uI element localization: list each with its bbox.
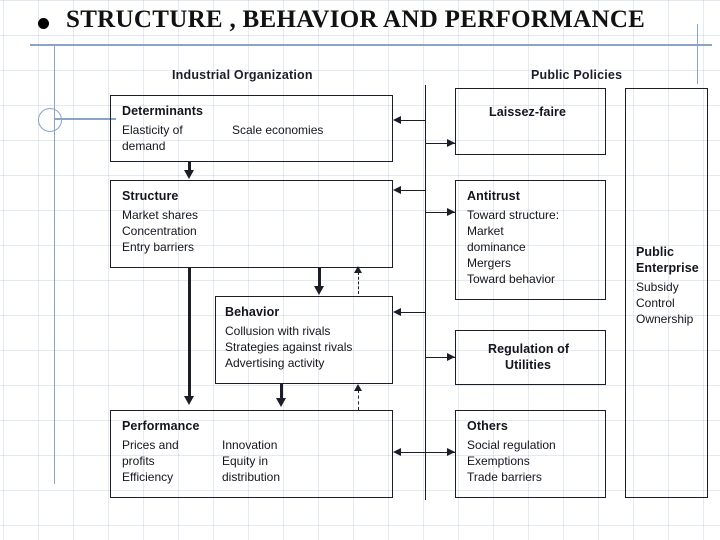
box-behavior-title: Behavior — [225, 305, 280, 319]
box-behavior-line-1: Strategies against rivals — [225, 340, 353, 354]
box-regulation-of-utilities — [455, 330, 606, 385]
connector-antitrust-in — [425, 212, 455, 214]
box-behavior-line-2: Advertising activity — [225, 356, 325, 370]
box-behavior-line-0: Collusion with rivals — [225, 324, 331, 338]
box-regulation-of-utilities-title: Regulation of — [488, 342, 570, 356]
box-antitrust-title: Antitrust — [467, 189, 520, 203]
decorative-right-rule — [697, 24, 698, 84]
column-header-public-policies: Public Policies — [531, 68, 623, 82]
box-laissez-faire — [455, 88, 606, 155]
arrow-behavior-in — [393, 308, 401, 316]
connector-performance-in — [401, 452, 425, 454]
arrow-structure-to-behavior — [314, 286, 324, 295]
box-public-enterprise-line-2: Ownership — [636, 312, 694, 326]
box-performance — [110, 410, 393, 498]
box-performance-line-0: Prices and — [122, 438, 179, 452]
box-antitrust-line-2: dominance — [467, 240, 526, 254]
box-determinants — [110, 95, 393, 162]
box-public-enterprise — [625, 88, 708, 498]
connector-center-spine — [425, 85, 427, 500]
box-others-title: Others — [467, 419, 508, 433]
bullet-ring-icon — [38, 108, 62, 132]
connector-structure-to-performance — [188, 268, 192, 398]
box-performance-line-3: Innovation — [222, 438, 278, 452]
page-title: STRUCTURE , BEHAVIOR AND PERFORMANCE — [66, 6, 646, 33]
arrow-behavior-to-performance — [276, 398, 286, 407]
feedback-behavior-to-structure — [358, 272, 359, 294]
box-antitrust-line-3: Mergers — [467, 256, 512, 270]
arrow-determinants-to-structure — [184, 170, 194, 179]
arrow-structure-in — [393, 186, 401, 194]
arrow-determinants-in — [393, 116, 401, 124]
box-determinants-line-2: Scale economies — [232, 123, 324, 137]
slide-title-row: STRUCTURE , BEHAVIOR AND PERFORMANCE — [0, 0, 720, 46]
box-determinants-title: Determinants — [122, 104, 204, 118]
box-determinants-line-1: demand — [122, 139, 166, 153]
box-structure-line-2: Entry barriers — [122, 240, 195, 254]
bullet-dot-icon — [38, 18, 49, 29]
arrow-feedback-behavior-to-structure — [354, 266, 362, 273]
box-public-enterprise-title2: Enterprise — [636, 261, 699, 275]
connector-regulation-in — [425, 357, 455, 359]
connector-structure-in — [401, 190, 425, 192]
connector-determinants-in — [401, 120, 425, 122]
arrow-feedback-performance-to-behavior — [354, 384, 362, 391]
box-structure-line-1: Concentration — [122, 224, 197, 238]
box-antitrust-line-0: Toward structure: — [467, 208, 560, 222]
connector-others-in — [425, 452, 455, 454]
box-public-enterprise-line-1: Control — [636, 296, 675, 310]
box-antitrust-line-1: Market — [467, 224, 504, 238]
title-underline — [30, 44, 712, 46]
box-behavior — [215, 296, 393, 384]
connector-determinants-to-structure — [188, 162, 192, 172]
arrow-laissez-faire-in — [447, 139, 455, 147]
box-performance-line-5: distribution — [222, 470, 281, 484]
arrow-antitrust-in — [447, 208, 455, 216]
box-performance-line-2: Efficiency — [122, 470, 174, 484]
box-laissez-faire-title: Laissez-faire — [489, 105, 567, 119]
box-performance-title: Performance — [122, 419, 200, 433]
connector-behavior-in — [401, 312, 425, 314]
box-structure-title: Structure — [122, 189, 179, 203]
box-structure — [110, 180, 393, 268]
box-others — [455, 410, 606, 498]
connector-laissez-faire-in — [425, 143, 455, 145]
arrow-regulation-in — [447, 353, 455, 361]
box-performance-line-4: Equity in — [222, 454, 269, 468]
bullet-ring-connector — [54, 118, 116, 120]
feedback-performance-to-behavior — [358, 390, 359, 410]
arrow-structure-to-performance — [184, 396, 194, 405]
decorative-left-rule — [54, 44, 55, 484]
arrow-others-in — [447, 448, 455, 456]
box-antitrust — [455, 180, 606, 300]
connector-structure-to-behavior — [318, 268, 322, 288]
box-structure-line-0: Market shares — [122, 208, 199, 222]
box-antitrust-line-4: Toward behavior — [467, 272, 556, 286]
box-performance-line-1: profits — [122, 454, 155, 468]
arrow-performance-in — [393, 448, 401, 456]
column-header-industrial-organization: Industrial Organization — [172, 68, 313, 82]
box-public-enterprise-line-0: Subsidy — [636, 280, 679, 294]
connector-behavior-to-performance — [280, 384, 284, 400]
box-others-line-0: Social regulation — [467, 438, 556, 452]
box-public-enterprise-title: Public — [636, 245, 675, 259]
box-others-line-1: Exemptions — [467, 454, 530, 468]
box-others-line-2: Trade barriers — [467, 470, 542, 484]
box-regulation-of-utilities-title2: Utilities — [505, 358, 552, 372]
box-determinants-line-0: Elasticity of — [122, 123, 183, 137]
